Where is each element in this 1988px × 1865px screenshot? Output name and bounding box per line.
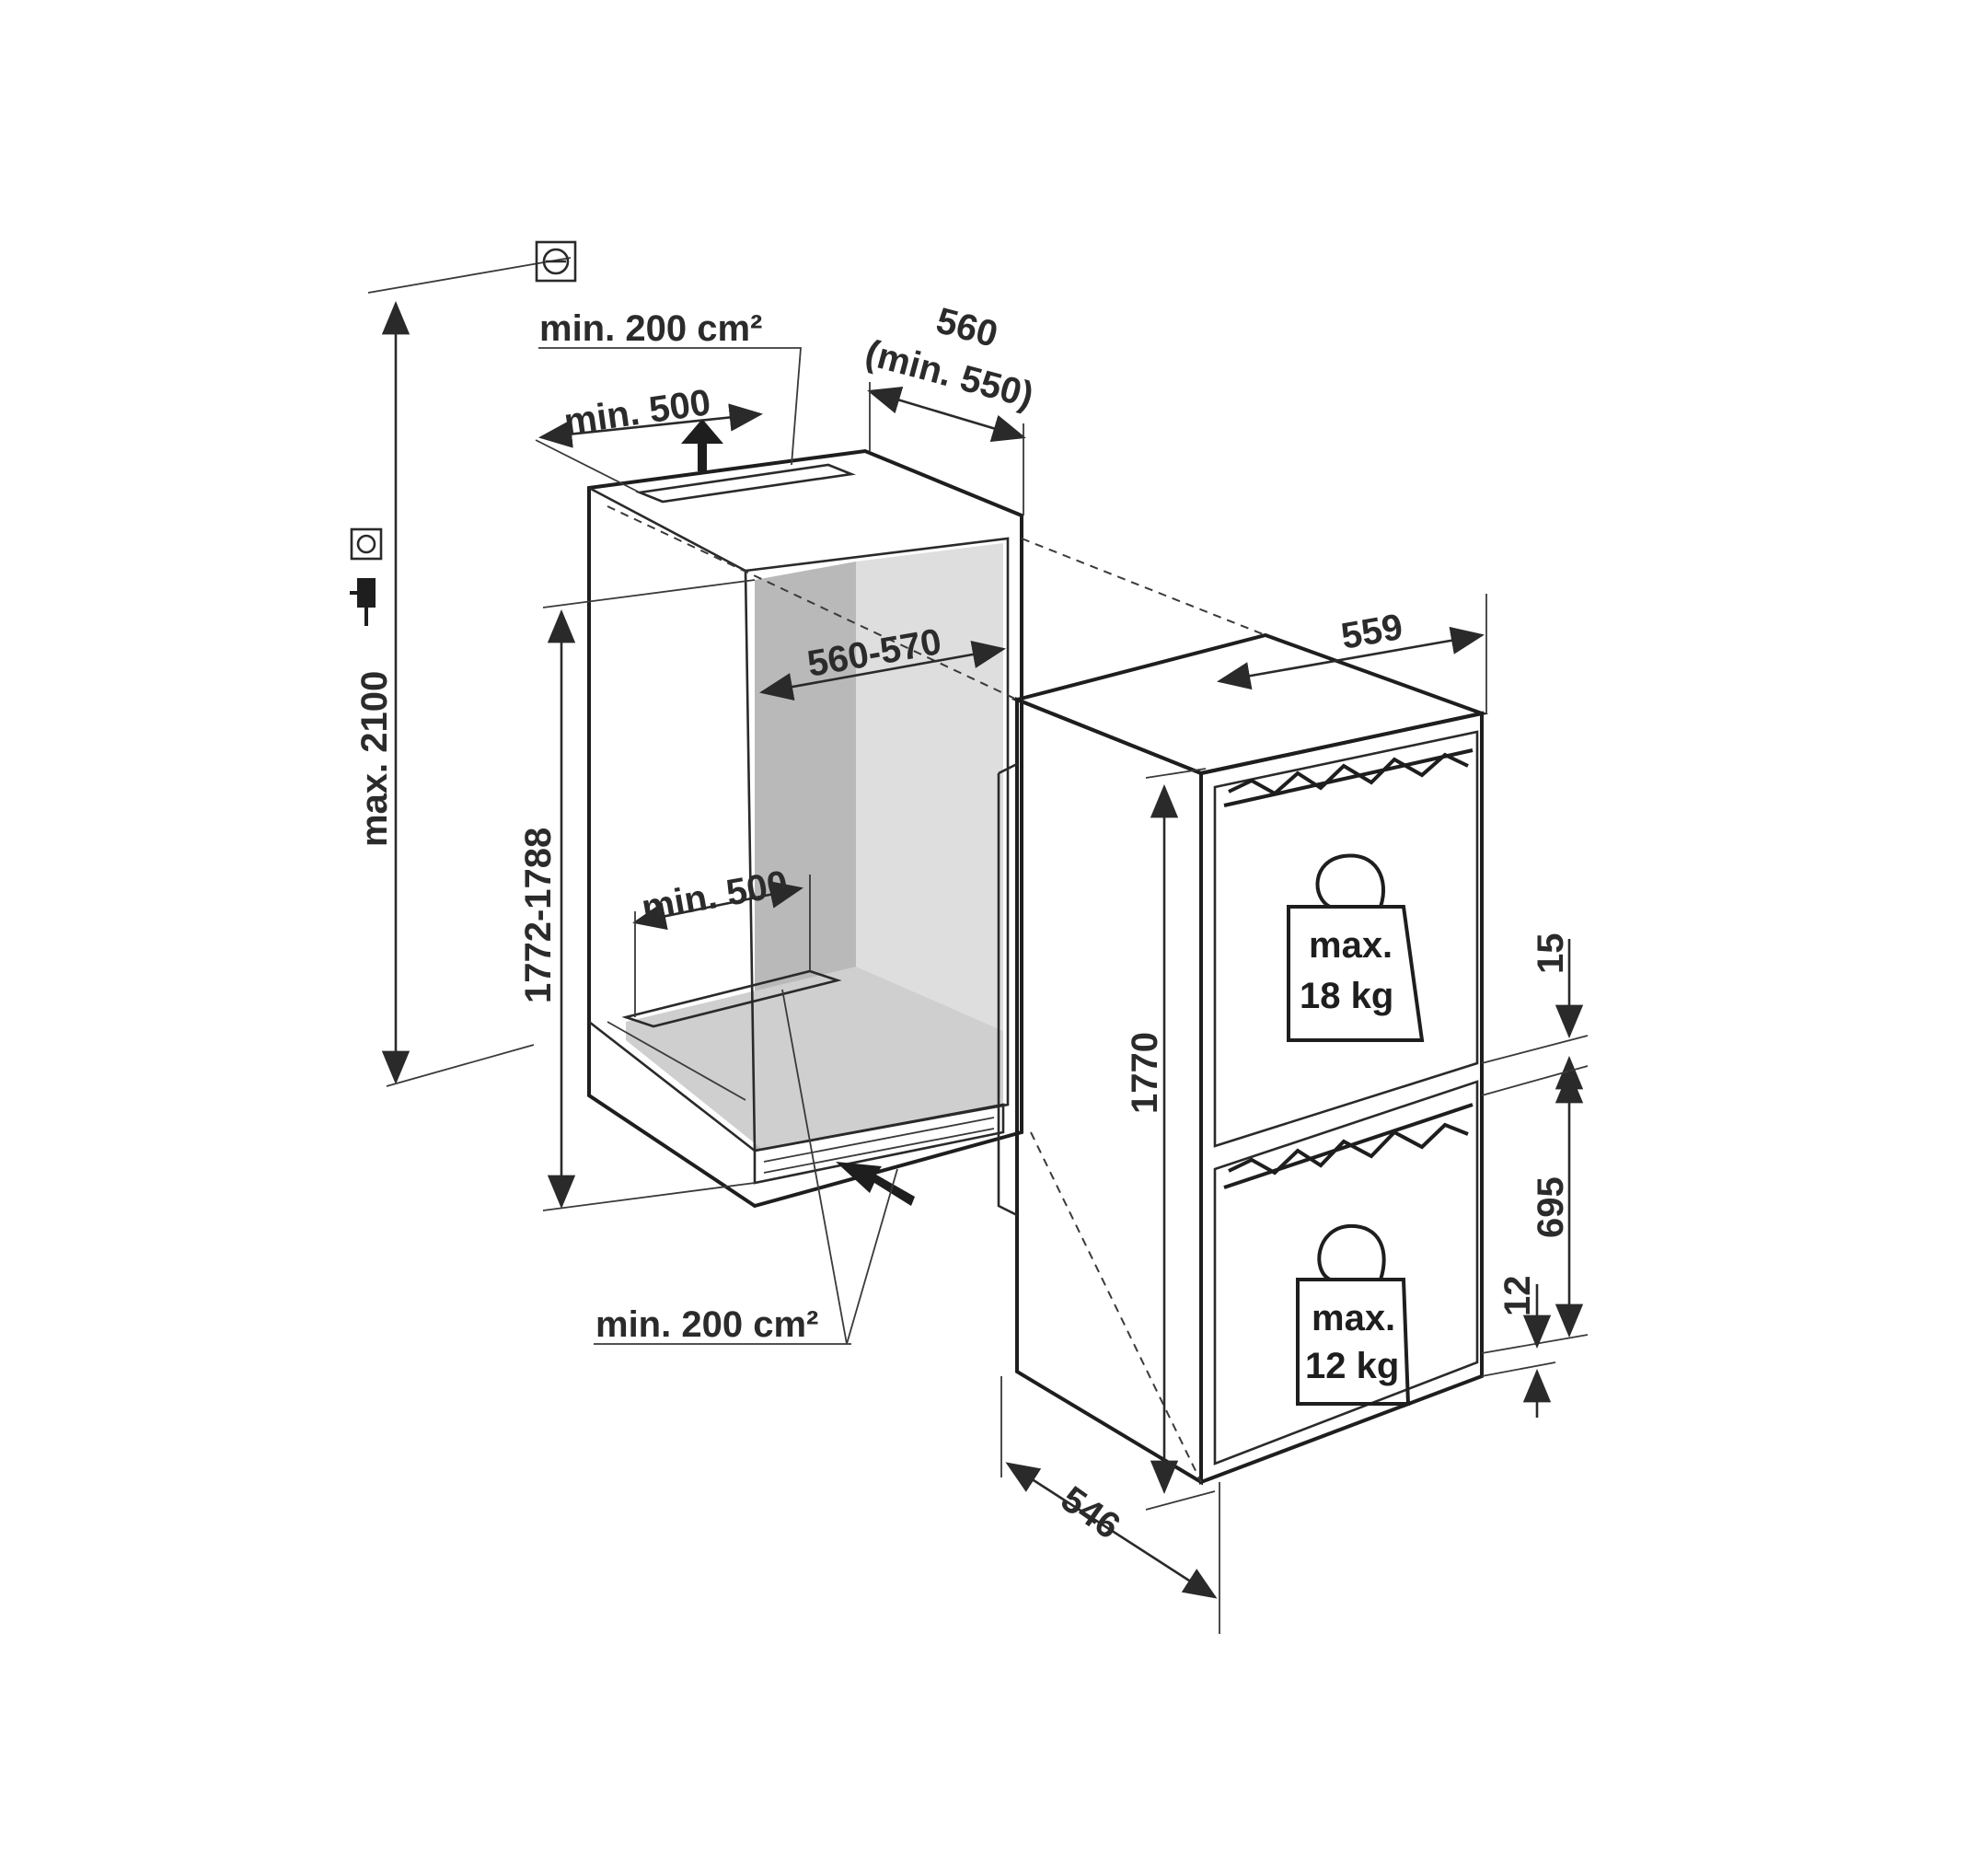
lower-weight-max: max. xyxy=(1312,1298,1395,1338)
airflow-arrow-icon xyxy=(681,419,723,471)
dim-top-vent-width-line xyxy=(537,403,764,448)
niche-inner-edge xyxy=(588,486,756,1153)
dim-top-vent-width-ext xyxy=(535,439,641,493)
socket-icon xyxy=(535,240,577,283)
dim-niche-depth-min: (min. 550) xyxy=(861,332,1038,416)
niche-cabinet xyxy=(587,448,1023,1209)
dim-bottom-gap: 12 xyxy=(1497,1276,1538,1317)
lower-weight-value: 12 kg xyxy=(1305,1346,1399,1386)
niche-inner-opening xyxy=(744,537,1010,1153)
niche-floor xyxy=(626,967,1003,1151)
lower-weight-icon: max. 12 kg xyxy=(1296,1223,1411,1406)
upper-weight-icon: max. 18 kg xyxy=(1287,853,1425,1042)
lower-handle xyxy=(1223,1103,1474,1189)
dim-niche-height: 1772-1788 xyxy=(518,828,559,1003)
dim-appliance-depth-ext xyxy=(1000,1376,1220,1634)
airflow-arrow-icon xyxy=(836,1162,915,1206)
dim-top-vent-area-leader xyxy=(538,347,802,466)
dim-appliance-width-line xyxy=(1217,626,1485,690)
upper-weight-value: 18 kg xyxy=(1300,976,1393,1016)
top-vent-slot xyxy=(635,463,856,504)
dim-appliance-depth-line xyxy=(1005,1462,1218,1599)
lower-door xyxy=(1213,1080,1479,1465)
dim-bottom-vent-area: min. 200 cm² xyxy=(595,1304,818,1345)
bottom-vent-slot xyxy=(621,969,842,1028)
dim-top-vent-area: min. 200 cm² xyxy=(539,308,762,349)
dim-max-height: max. 2100 xyxy=(354,671,395,847)
upper-weight-max: max. xyxy=(1309,925,1393,966)
dim-door-gap-ext xyxy=(1481,1035,1589,1096)
dim-niche-depth: 560 xyxy=(932,300,1002,355)
dim-appliance-height-ext xyxy=(1145,768,1216,1511)
upper-handle xyxy=(1223,748,1474,807)
appliance-top xyxy=(1011,632,1489,776)
plinth-grille xyxy=(763,1117,995,1174)
dim-niche-height-ext xyxy=(542,579,756,1211)
appliance-side xyxy=(1015,697,1203,1486)
dim-bottom-vent-area-leader xyxy=(594,989,898,1345)
niche-depth-line xyxy=(607,1021,746,1101)
upper-door xyxy=(1213,730,1479,1148)
plinth xyxy=(753,1103,1005,1185)
dim-bottom-vent-width-ext xyxy=(634,875,811,1017)
socket-icon xyxy=(350,527,383,561)
dim-door-gap: 15 xyxy=(1531,933,1571,975)
dim-niche-depth-line xyxy=(867,387,1026,442)
dim-bottom-gap-ext xyxy=(1481,1361,1556,1377)
niche-outer-frame xyxy=(587,448,1023,1209)
dim-niche-depth-ext xyxy=(869,382,1024,515)
dim-bottom-vent-width-line xyxy=(632,880,803,931)
dim-appliance-depth: 546 xyxy=(1054,1478,1127,1546)
dim-lower-door-height: 695 xyxy=(1531,1176,1571,1238)
plug-icon xyxy=(350,578,376,626)
dim-niche-width-line xyxy=(759,640,1006,701)
dim-lower-door-ext xyxy=(1481,1334,1589,1354)
dim-appliance-height: 1770 xyxy=(1125,1032,1165,1114)
appliance-side-recess xyxy=(997,762,1018,1217)
